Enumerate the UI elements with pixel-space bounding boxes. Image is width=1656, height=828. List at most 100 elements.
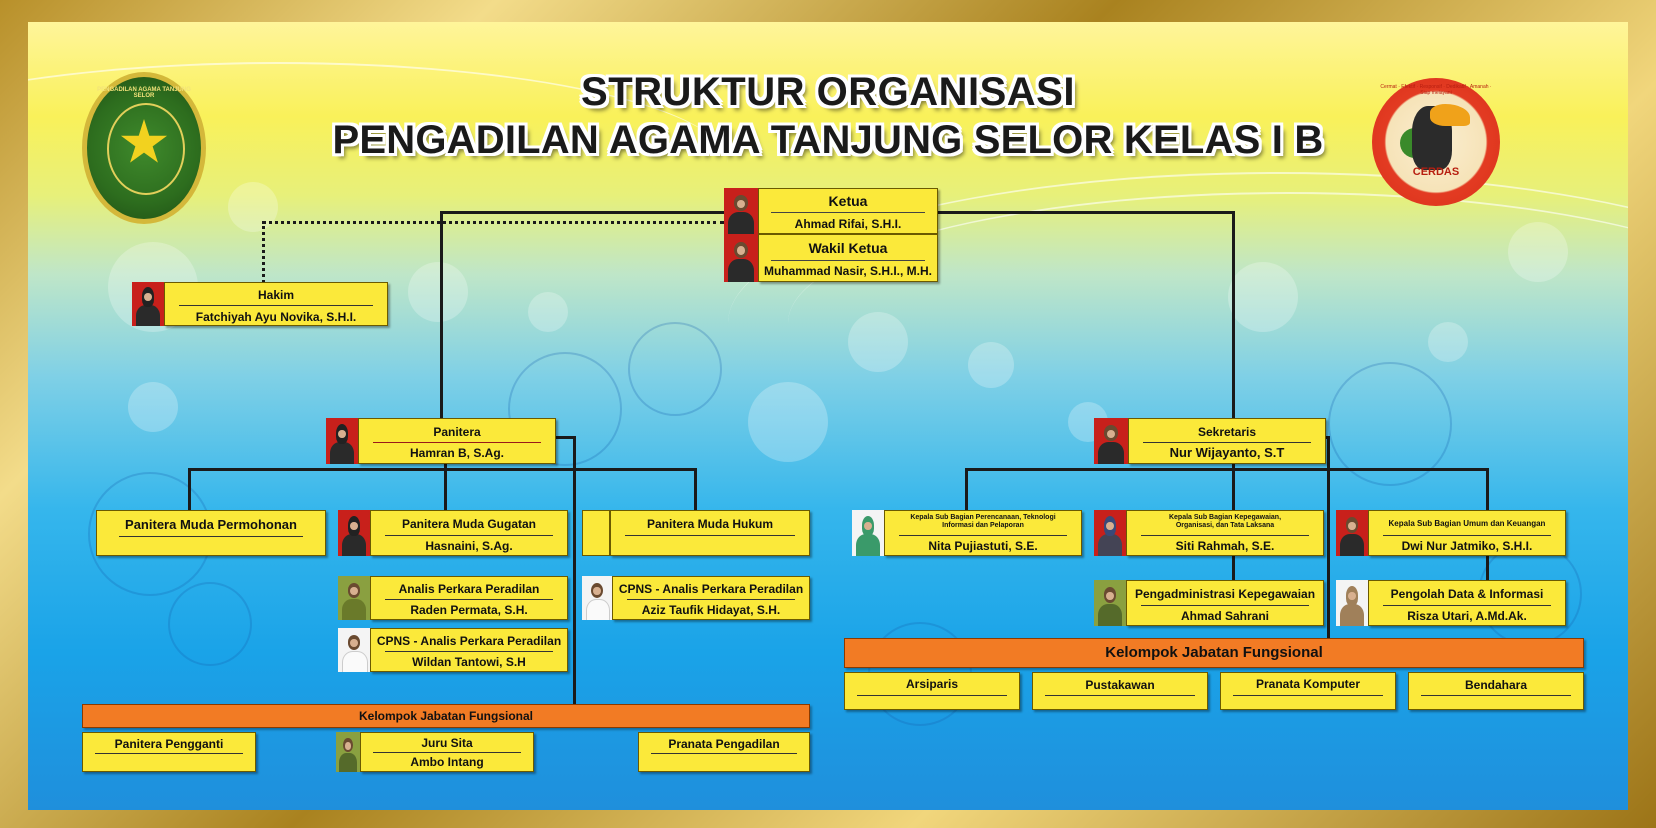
kjf-left-bar: Kelompok Jabatan Fungsional bbox=[82, 704, 810, 728]
box-arsiparis: Arsiparis bbox=[844, 672, 1020, 710]
juru-sita-role: Juru Sita bbox=[421, 736, 473, 750]
photo-hakim bbox=[132, 282, 164, 326]
box-kasub-2: Kepala Sub Bagian Kepegawaian, Organisas… bbox=[1126, 510, 1324, 556]
emblem-ring-text: PENGADILAN AGAMA TANJUNG SELOR bbox=[97, 87, 191, 99]
dotted-connector bbox=[262, 221, 724, 224]
box-panitera-pengganti: Panitera Pengganti bbox=[82, 732, 256, 772]
photo-ketua bbox=[724, 188, 758, 234]
arsiparis-role: Arsiparis bbox=[905, 677, 959, 691]
connector-line bbox=[188, 468, 697, 471]
bendahara-role: Bendahara bbox=[1464, 678, 1528, 692]
pm-gugatan-role: Panitera Muda Gugatan bbox=[401, 517, 537, 531]
box-ketua: Ketua Ahmad Rifai, S.H.I. bbox=[758, 188, 938, 234]
photo-analis-3 bbox=[582, 576, 612, 620]
sekretaris-name: Nur Wijayanto, S.T bbox=[1169, 445, 1285, 460]
connector-line bbox=[965, 468, 968, 510]
connector-line bbox=[1327, 436, 1330, 640]
box-pengolah-data: Pengolah Data & Informasi Risza Utari, A… bbox=[1368, 580, 1566, 626]
box-pranata-pengadilan: Pranata Pengadilan bbox=[638, 732, 810, 772]
box-kasub-3: Kepala Sub Bagian Umum dan Keuangan Dwi … bbox=[1368, 510, 1566, 556]
photo-kasub-1 bbox=[852, 510, 884, 556]
photo-pengolah-data bbox=[1336, 580, 1368, 626]
box-panitera: Panitera Hamran B, S.Ag. bbox=[358, 418, 556, 464]
photo-analis-1 bbox=[338, 576, 370, 620]
connector-line bbox=[1232, 211, 1235, 435]
juru-sita-name: Ambo Intang bbox=[410, 755, 484, 769]
analis-3-name: Aziz Taufik Hidayat, S.H. bbox=[641, 603, 781, 617]
box-pranata-komputer: Pranata Komputer bbox=[1220, 672, 1396, 710]
dotted-connector bbox=[262, 221, 265, 283]
box-pm-permohonan: Panitera Muda Permohonan bbox=[96, 510, 326, 556]
hakim-name: Fatchiyah Ayu Novika, S.H.I. bbox=[195, 310, 357, 324]
pengadministrasi-role: Pengadministrasi Kepegawaian bbox=[1134, 587, 1316, 601]
box-hakim: Hakim Fatchiyah Ayu Novika, S.H.I. bbox=[164, 282, 388, 326]
court-emblem-icon: PENGADILAN AGAMA TANJUNG SELOR bbox=[82, 72, 206, 224]
analis-2-role: CPNS - Analis Perkara Peradilan bbox=[376, 634, 562, 648]
kasub-1-role: Kepala Sub Bagian Perencanaan, Teknologi… bbox=[910, 514, 1056, 529]
box-pustakawan: Pustakawan bbox=[1032, 672, 1208, 710]
page-title: STRUKTUR ORGANISASI bbox=[581, 70, 1075, 114]
pranata-pengadilan-role: Pranata Pengadilan bbox=[668, 737, 780, 751]
wakil-ketua-name: Muhammad Nasir, S.H.I., M.H. bbox=[763, 264, 933, 278]
connector-line bbox=[573, 436, 576, 706]
box-analis-2: CPNS - Analis Perkara Peradilan Wildan T… bbox=[370, 628, 568, 672]
photo-pm-hukum bbox=[582, 510, 610, 556]
panitera-pengganti-role: Panitera Pengganti bbox=[114, 737, 224, 751]
box-pm-hukum: Panitera Muda Hukum bbox=[610, 510, 810, 556]
sekretaris-role: Sekretaris bbox=[1197, 425, 1257, 439]
box-juru-sita: Juru Sita Ambo Intang bbox=[360, 732, 534, 772]
connector-line bbox=[1326, 436, 1329, 439]
photo-wakil-ketua bbox=[724, 234, 758, 282]
hornbill-cerdas-icon: CERDAS Cermat · Efektif · Responsif · De… bbox=[1372, 78, 1500, 206]
hakim-role: Hakim bbox=[257, 288, 295, 302]
analis-3-role: CPNS - Analis Perkara Peradilan bbox=[618, 582, 804, 596]
connector-line bbox=[444, 448, 447, 510]
connector-line bbox=[1232, 448, 1235, 510]
pm-gugatan-name: Hasnaini, S.Ag. bbox=[425, 539, 513, 553]
photo-juru-sita bbox=[336, 732, 360, 772]
box-pm-gugatan: Panitera Muda Gugatan Hasnaini, S.Ag. bbox=[370, 510, 568, 556]
kasub-3-role: Kepala Sub Bagian Umum dan Keuangan bbox=[1388, 519, 1546, 528]
pustakawan-role: Pustakawan bbox=[1085, 678, 1155, 692]
connector-line bbox=[1486, 468, 1489, 510]
connector-line bbox=[1232, 556, 1235, 584]
photo-analis-2 bbox=[338, 628, 370, 672]
cerdas-label: CERDAS bbox=[1412, 166, 1460, 178]
pranata-komputer-role: Pranata Komputer bbox=[1255, 677, 1361, 691]
connector-line bbox=[556, 436, 576, 439]
photo-pengadministrasi bbox=[1094, 580, 1126, 626]
ketua-name: Ahmad Rifai, S.H.I. bbox=[794, 217, 902, 231]
photo-kasub-3 bbox=[1336, 510, 1368, 556]
ketua-role: Ketua bbox=[828, 193, 868, 209]
box-analis-3: CPNS - Analis Perkara Peradilan Aziz Tau… bbox=[612, 576, 810, 620]
box-analis-1: Analis Perkara Peradilan Raden Permata, … bbox=[370, 576, 568, 620]
wakil-ketua-role: Wakil Ketua bbox=[808, 240, 888, 256]
panitera-role: Panitera bbox=[433, 425, 481, 439]
kasub-3-name: Dwi Nur Jatmiko, S.H.I. bbox=[1401, 539, 1533, 553]
photo-pm-gugatan bbox=[338, 510, 370, 556]
analis-2-name: Wildan Tantowi, S.H bbox=[412, 655, 526, 669]
pm-hukum-role: Panitera Muda Hukum bbox=[646, 517, 774, 531]
box-wakil-ketua: Wakil Ketua Muhammad Nasir, S.H.I., M.H. bbox=[758, 234, 938, 282]
kasub-2-role: Kepala Sub Bagian Kepegawaian, Organisas… bbox=[1168, 514, 1282, 529]
photo-sekretaris bbox=[1094, 418, 1128, 464]
connector-line bbox=[440, 211, 443, 435]
photo-kasub-2 bbox=[1094, 510, 1126, 556]
pengadministrasi-name: Ahmad Sahrani bbox=[1180, 609, 1270, 623]
panitera-name: Hamran B, S.Ag. bbox=[409, 446, 505, 460]
connector-line bbox=[1486, 556, 1489, 584]
cerdas-ring-text: Cermat · Efektif · Responsif · Dedikatif… bbox=[1380, 84, 1492, 96]
analis-1-name: Raden Permata, S.H. bbox=[410, 603, 528, 617]
pm-permohonan-role: Panitera Muda Permohonan bbox=[125, 517, 297, 532]
analis-1-role: Analis Perkara Peradilan bbox=[398, 582, 540, 596]
kasub-2-name: Siti Rahmah, S.E. bbox=[1175, 539, 1275, 553]
pengolah-data-name: Risza Utari, A.Md.Ak. bbox=[1407, 609, 1527, 623]
box-sekretaris: Sekretaris Nur Wijayanto, S.T bbox=[1128, 418, 1326, 464]
box-kasub-1: Kepala Sub Bagian Perencanaan, Teknologi… bbox=[884, 510, 1082, 556]
connector-line bbox=[965, 468, 1488, 471]
connector-line bbox=[694, 468, 697, 510]
box-bendahara: Bendahara bbox=[1408, 672, 1584, 710]
kjf-right-bar: Kelompok Jabatan Fungsional bbox=[844, 638, 1584, 668]
pengolah-data-role: Pengolah Data & Informasi bbox=[1390, 587, 1544, 601]
box-pengadministrasi: Pengadministrasi Kepegawaian Ahmad Sahra… bbox=[1126, 580, 1324, 626]
